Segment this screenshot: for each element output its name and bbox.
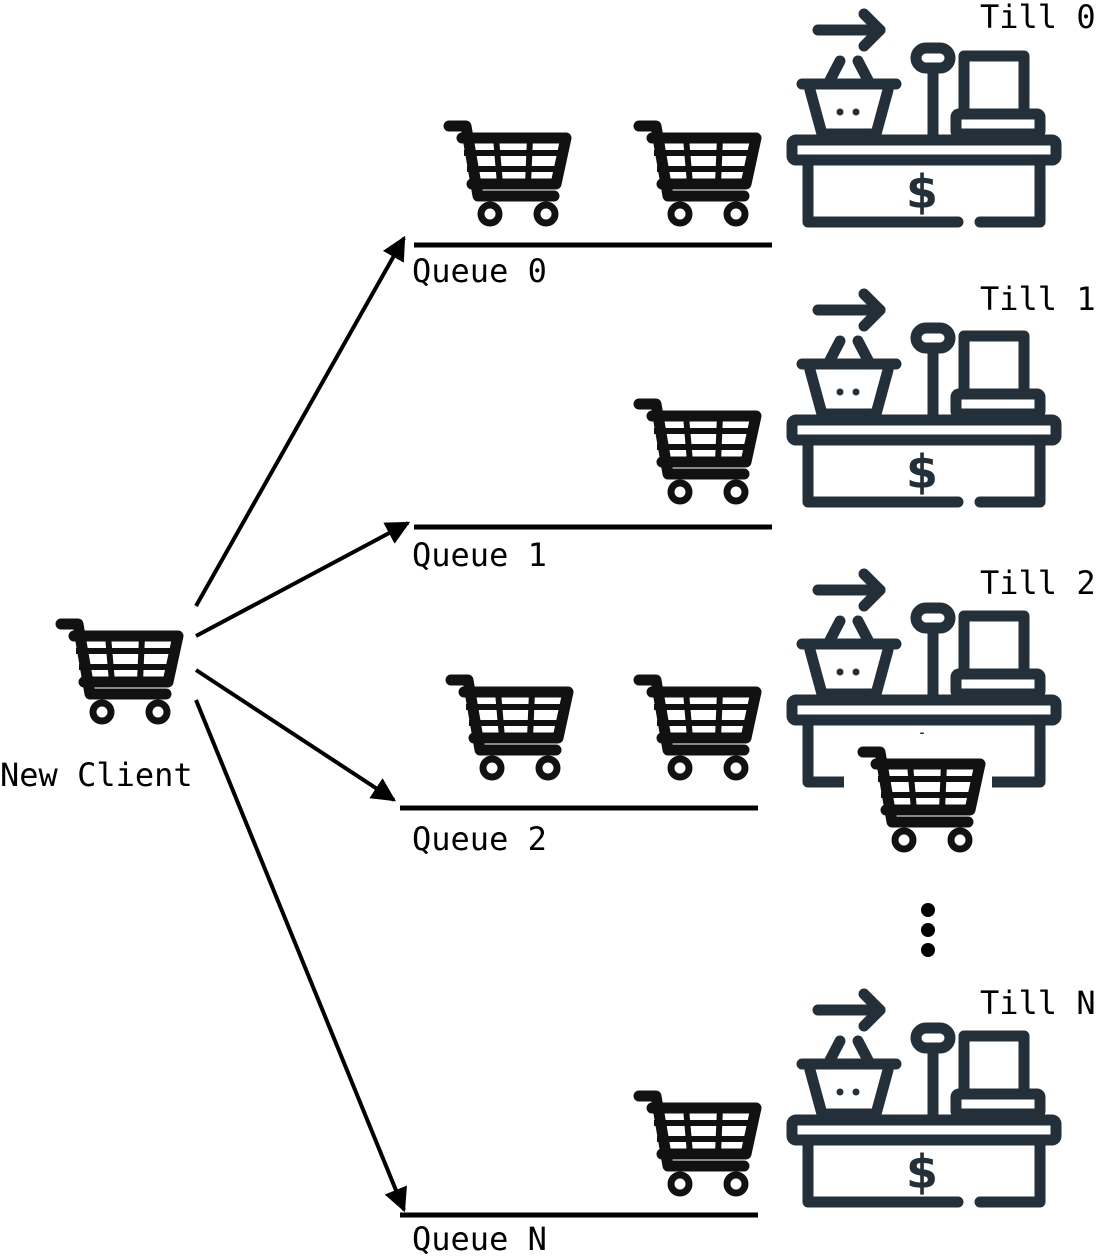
- waiting-cart-icon: [449, 126, 566, 223]
- queue-label: Queue 2: [412, 820, 547, 858]
- arrow-to-queue-2: [194, 668, 397, 802]
- till-1: Till 1: [792, 280, 1096, 502]
- queue-2: Queue 2: [400, 680, 758, 858]
- till-n: Till N: [792, 984, 1096, 1202]
- arrow-to-queue-1: [195, 521, 411, 638]
- waiting-cart-icon: [639, 126, 756, 223]
- waiting-cart-icon: [451, 680, 568, 777]
- queue-1: Queue 1: [412, 404, 772, 574]
- cash-register-icon: [792, 994, 1056, 1202]
- queue-n: Queue N: [400, 1096, 758, 1258]
- routing-arrows: [194, 235, 411, 1213]
- vertical-ellipsis-icon: [921, 903, 935, 957]
- queue-label: Queue N: [412, 1220, 547, 1258]
- till-label: Till 0: [980, 0, 1096, 36]
- cash-register-icon: [792, 294, 1056, 502]
- till-0: Till 0: [792, 0, 1096, 222]
- cash-register-icon: [792, 14, 1056, 222]
- arrow-to-queue-0: [194, 235, 406, 607]
- shopping-cart-icon: [61, 624, 178, 721]
- till-label: Till 1: [980, 280, 1096, 318]
- waiting-cart-icon: [639, 404, 756, 501]
- new-client: New Client: [0, 624, 193, 794]
- till-label: Till 2: [980, 564, 1096, 602]
- new-client-label: New Client: [0, 756, 193, 794]
- arrow-to-queue-n: [194, 699, 407, 1213]
- waiting-cart-icon: [639, 1096, 756, 1193]
- queue-label: Queue 1: [412, 536, 547, 574]
- till-2: Till 2: [792, 564, 1096, 860]
- till-label: Till N: [980, 984, 1096, 1022]
- queue-0: Queue 0: [412, 126, 772, 290]
- queue-label: Queue 0: [412, 252, 547, 290]
- waiting-cart-icon: [639, 680, 756, 777]
